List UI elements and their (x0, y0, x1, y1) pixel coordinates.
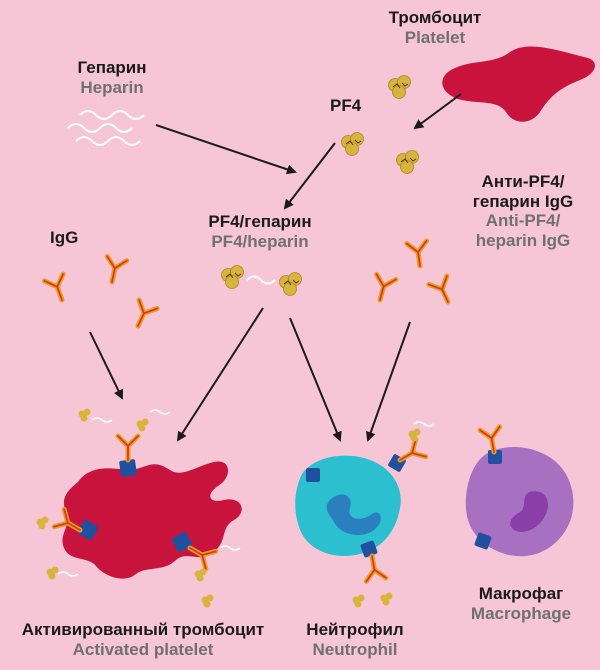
activated-platelet-cell (62, 461, 242, 579)
heparin-strand (75, 136, 141, 146)
macrophage-cell (465, 447, 574, 557)
label-pf4: PF4 (330, 96, 361, 116)
pf4-mini (46, 566, 59, 580)
bound-antibody (118, 436, 138, 460)
pf4-mini (36, 516, 49, 530)
label-neutrophil-en: Neutrophil (312, 639, 398, 659)
label-activated-platelet: Активированный тромбоцит Activated plate… (8, 620, 278, 659)
receptor (171, 531, 193, 553)
pf4-mini (201, 594, 214, 608)
pf4-mini (352, 594, 365, 608)
arrow (155, 124, 297, 175)
label-neutrophil: Нейтрофил Neutrophil (300, 620, 410, 659)
label-platelet-en: Platelet (404, 27, 466, 47)
heparin-strand (67, 123, 133, 133)
arrow (365, 321, 411, 442)
receptor (77, 519, 99, 541)
receptor (360, 540, 378, 558)
igg-antibody (44, 274, 71, 303)
label-activated-platelet-ru: Активированный тромбоцит (21, 620, 265, 639)
receptor (474, 532, 492, 550)
label-pf4-heparin: PF4/гепарин PF4/heparin (190, 212, 330, 251)
label-platelet: Тромбоцит Platelet (380, 8, 490, 47)
label-pf4-ru: PF4 (330, 96, 362, 115)
bound-antibody (362, 554, 386, 581)
label-anti-pf4-en-1: Anti-PF4/ (485, 211, 561, 231)
label-platelet-ru: Тромбоцит (388, 8, 482, 27)
pf4-mini (194, 568, 207, 582)
receptor (119, 459, 137, 477)
anti-pf4-antibody (407, 241, 430, 268)
pf4-mini (408, 428, 421, 442)
arrow (289, 317, 342, 442)
label-activated-platelet-en: Activated platelet (72, 639, 214, 659)
label-anti-pf4-ru-2: гепарин IgG (472, 191, 574, 211)
label-anti-pf4-ru-1: Анти-PF4/ (481, 172, 565, 191)
pf4-heparin-complex (279, 272, 302, 296)
pf4-molecule (396, 150, 419, 174)
pf4-mini (136, 418, 149, 432)
label-macrophage: Макрофаг Macrophage (462, 584, 580, 623)
label-heparin-ru: Гепарин (77, 58, 147, 77)
platelet-cell (442, 46, 595, 122)
neutrophil-nucleus (326, 494, 381, 536)
arrow (413, 93, 462, 130)
label-anti-pf4-en-2: heparin IgG (475, 230, 571, 250)
label-macrophage-ru: Макрофаг (478, 584, 564, 603)
pf4-heparin-complex (221, 265, 244, 289)
receptor (306, 468, 320, 482)
heparin-strand (79, 110, 145, 120)
arrow (283, 142, 336, 210)
receptor (488, 450, 502, 464)
label-anti-pf4-igg: Анти-PF4/ гепарин IgG Anti-PF4/ heparin … (462, 172, 584, 250)
macrophage-nucleus (510, 491, 549, 533)
igg-antibody (129, 300, 157, 330)
label-pf4-heparin-ru: PF4/гепарин (208, 212, 312, 231)
igg-antibody (102, 256, 127, 284)
label-igg-ru: IgG (50, 228, 79, 247)
label-heparin: Гепарин Heparin (62, 58, 162, 97)
pf4-mini (78, 408, 91, 422)
anti-pf4-antibody (370, 274, 396, 302)
anti-pf4-antibody (429, 276, 457, 306)
pf4-mini (380, 592, 393, 606)
label-neutrophil-ru: Нейтрофил (306, 620, 404, 639)
pf4-molecule (388, 75, 411, 99)
arrow (89, 331, 124, 400)
label-igg: IgG (50, 228, 78, 248)
label-macrophage-en: Macrophage (470, 603, 572, 623)
pf4-molecule (341, 132, 364, 156)
label-heparin-en: Heparin (80, 77, 144, 97)
arrow (176, 307, 264, 442)
label-pf4-heparin-en: PF4/heparin (211, 231, 309, 251)
